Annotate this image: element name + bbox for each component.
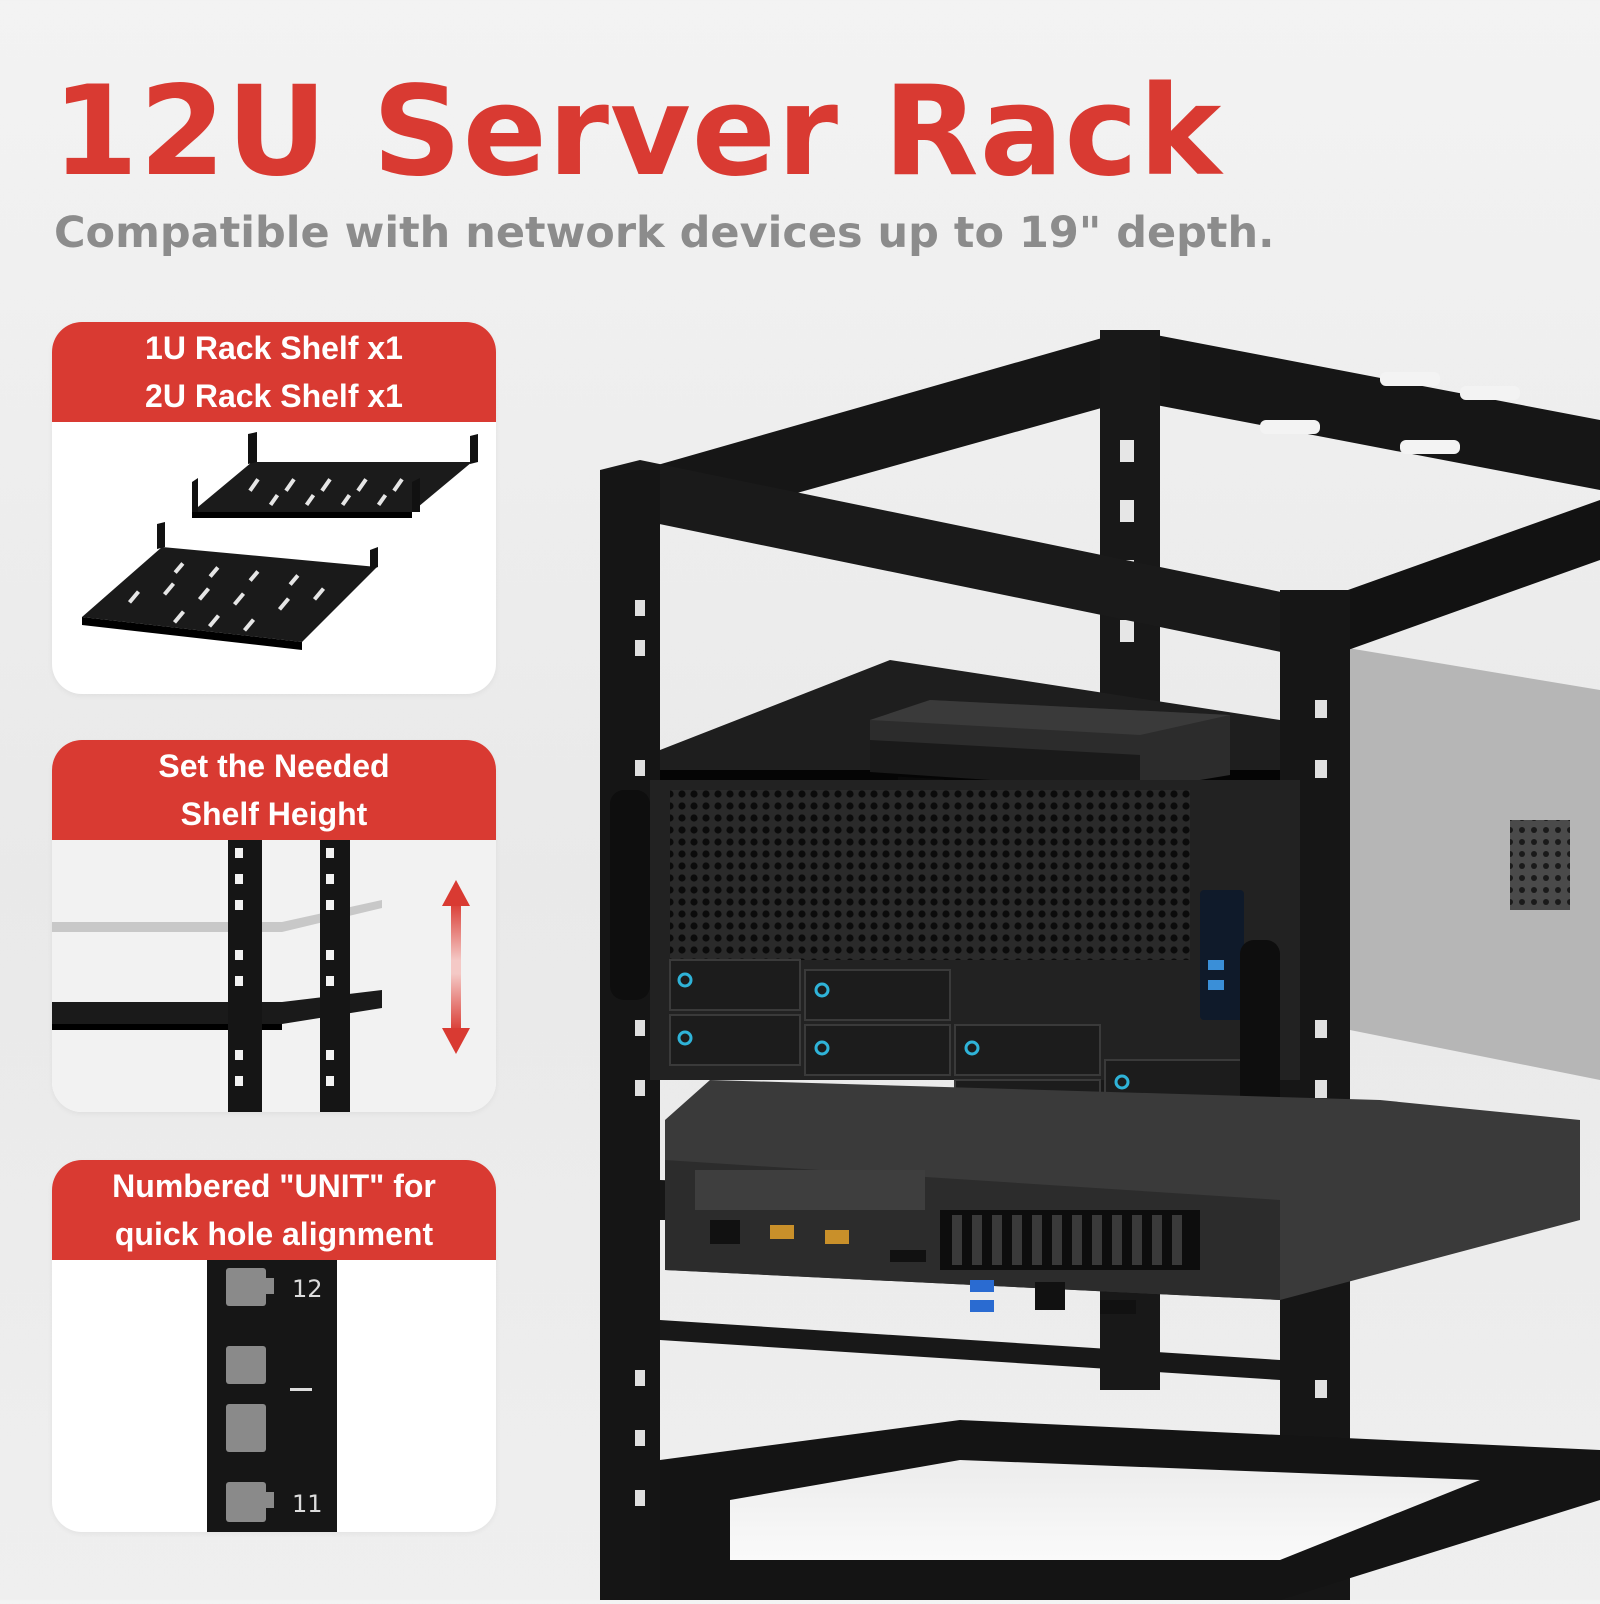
server-rack-photo	[580, 320, 1600, 1600]
page-subtitle: Compatible with network devices up to 19…	[54, 208, 1275, 258]
feature-line: 1U Rack Shelf x1	[145, 330, 403, 366]
feature-card-header: 1U Rack Shelf x1 2U Rack Shelf x1	[52, 322, 496, 422]
feature-card-units: Numbered "UNIT" for quick hole alignment…	[52, 1160, 496, 1532]
feature-line: Numbered "UNIT" for	[112, 1168, 436, 1204]
feature-line: quick hole alignment	[114, 1216, 434, 1252]
shelf-height-image	[52, 840, 496, 1112]
page-title: 12U Server Rack	[52, 60, 1223, 204]
hdmi-switch-device	[870, 700, 1230, 804]
feature-line: Shelf Height	[180, 796, 368, 832]
rack-upright-right	[320, 840, 350, 1112]
double-arrow-icon	[442, 880, 470, 1054]
feature-card-header: Numbered "UNIT" for quick hole alignment	[52, 1160, 496, 1260]
rack-top-crossbar	[600, 460, 1600, 660]
server-chassis-side	[1300, 640, 1600, 1080]
rack-shelf-1u	[82, 522, 378, 650]
unit-number-12: 12	[292, 1275, 323, 1303]
rack-upright-left	[228, 840, 262, 1112]
rack-shelf-bottom	[660, 1320, 1600, 1600]
feature-line: 2U Rack Shelf x1	[145, 378, 403, 414]
feature-card-header: Set the Needed Shelf Height	[52, 740, 496, 840]
unit-strip-image: 12 11	[52, 1260, 496, 1532]
unit-number-11: 11	[292, 1490, 323, 1518]
rack-shelves-image	[52, 422, 496, 694]
feature-card-height: Set the Needed Shelf Height	[52, 740, 496, 1112]
feature-line: Set the Needed	[158, 748, 390, 784]
mini-pc-device	[665, 1080, 1580, 1314]
rack-shelf-2u	[192, 432, 478, 518]
feature-card-shelves: 1U Rack Shelf x1 2U Rack Shelf x1	[52, 322, 496, 694]
